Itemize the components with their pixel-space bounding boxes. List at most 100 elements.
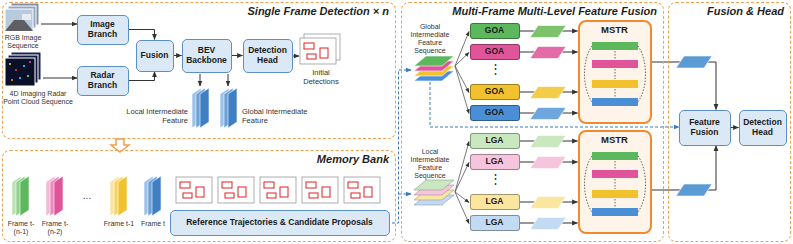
radar-point-cloud-thumbnail	[15, 69, 17, 71]
box-label: MSTR	[580, 24, 650, 35]
frame-feature-stacks	[12, 176, 161, 216]
process-box: Feature Fusion	[679, 110, 731, 146]
annotation-label: 4D Imaging Radar Point Cloud Sequence	[2, 90, 74, 106]
fan-arrows	[455, 53, 469, 67]
attention-block: GOA	[470, 105, 520, 121]
input-arrow	[41, 24, 77, 25]
connector-arrow	[232, 55, 243, 56]
connector-arrow	[129, 72, 155, 81]
panel-title: Multi-Frame Multi-Level Feature Fusion	[452, 5, 657, 17]
box-label: Detection Head	[245, 46, 291, 66]
box-label: GOA	[485, 47, 504, 57]
fused-feature-maps	[676, 56, 712, 68]
process-box: Fusion	[136, 40, 174, 72]
mstr-internals	[592, 80, 638, 88]
input-arrow	[43, 78, 77, 79]
detection-icon	[300, 38, 336, 64]
mstr-block: MSTR	[578, 130, 652, 234]
attention-output-maps	[530, 26, 566, 230]
box-label: Reference Trajectories & Candidate Propo…	[186, 218, 373, 228]
local-feature-stack	[192, 88, 209, 128]
process-box: Detection Head	[739, 110, 787, 146]
radar-point-cloud-thumbnail	[5, 52, 41, 86]
mstr-internals	[592, 60, 638, 68]
mstr-internals	[585, 46, 646, 102]
mstr-internals	[592, 170, 638, 178]
process-box: Image Branch	[77, 15, 129, 45]
frame-feature-stacks	[118, 176, 127, 216]
radar-point-cloud-thumbnail	[27, 75, 29, 77]
box-label: Feature Fusion	[681, 118, 729, 138]
attention-output-maps	[530, 218, 566, 230]
mstr-internals	[592, 208, 638, 216]
panel: Fusion & HeadFeature Fusion Detection Hea…	[668, 2, 791, 242]
attention-block: LGA	[470, 154, 520, 170]
radar-point-cloud-thumbnail	[19, 77, 21, 79]
local-sequence-stack	[414, 180, 454, 205]
box-label: GOA	[485, 87, 504, 97]
fan-arrows	[455, 192, 469, 224]
annotation-label: ...	[74, 190, 100, 202]
annotation-label: Global Intermediate Feature	[242, 108, 322, 125]
attention-output-maps	[530, 108, 566, 120]
attention-output-maps	[530, 136, 566, 148]
mstr-internals	[592, 152, 638, 160]
global-feature-stack	[228, 88, 237, 128]
attention-block: GOA	[470, 84, 520, 100]
mstr-internals	[592, 98, 638, 106]
attention-output-maps	[530, 26, 566, 38]
box-label: GOA	[485, 108, 504, 118]
radar-point-cloud-thumbnail	[11, 79, 13, 81]
memory-detection-cards	[176, 177, 212, 203]
annotation-label: Local Intermediate Feature	[118, 108, 188, 125]
frame-feature-stacks	[152, 176, 161, 216]
box-label: LGA	[486, 197, 504, 207]
process-box: Detection Head	[243, 39, 293, 73]
connector-arrow	[174, 55, 182, 56]
annotation-label: Frame t	[136, 220, 170, 228]
box-label: Image Branch	[79, 20, 127, 40]
feature-arrow	[228, 74, 229, 86]
panel-title: Single Frame Detection × n	[247, 5, 389, 17]
process-box: BEV Backbone	[182, 39, 232, 73]
panel: Single Frame Detection × n Image BranchRa…	[2, 2, 396, 139]
box-label: LGA	[486, 218, 504, 228]
global-feature-stack	[220, 88, 237, 128]
box-label: LGA	[486, 157, 504, 167]
process-box: Reference Trajectories & Candidate Propo…	[170, 210, 390, 236]
connector-arrow	[652, 62, 717, 110]
radar-point-cloud-thumbnail	[23, 65, 25, 67]
annotation-label: Initial Detections	[294, 69, 348, 86]
fan-arrows	[455, 66, 469, 114]
fan-arrows	[455, 163, 469, 193]
global-sequence-stack	[414, 56, 454, 81]
radar-point-cloud-thumbnail	[29, 61, 31, 63]
feature-arrow	[200, 74, 201, 86]
process-box: Radar Branch	[77, 66, 129, 96]
annotation-label: Global Intermediate Feature Sequence	[403, 23, 457, 55]
rgb-image-thumbnail	[5, 3, 39, 31]
panel-title: Memory Bank	[317, 153, 389, 165]
box-label: BEV Backbone	[184, 46, 230, 66]
memory-detection-cards	[260, 177, 296, 203]
box-label: Fusion	[141, 51, 169, 61]
attention-output-maps	[530, 197, 566, 209]
memory-detection-cards	[176, 177, 380, 203]
memory-detection-cards	[218, 177, 254, 203]
mstr-internals	[579, 21, 651, 123]
rgb-image-thumbnail	[22, 14, 31, 20]
detection-icon	[300, 34, 340, 64]
rgb-image-thumbnail	[5, 20, 33, 31]
box-label: LGA	[486, 136, 504, 146]
mstr-internals	[579, 131, 651, 233]
global-sequence-stack	[414, 56, 454, 66]
frame-feature-stacks	[54, 176, 63, 216]
panel-title: Fusion & Head	[707, 5, 784, 17]
connector-arrow	[731, 127, 739, 128]
box-label: GOA	[485, 26, 504, 36]
mstr-internals	[579, 21, 651, 233]
local-sequence-stack	[414, 180, 454, 190]
connector-arrow	[652, 146, 717, 191]
connector-arrow	[129, 30, 155, 40]
rgb-image-thumbnail	[5, 9, 33, 31]
